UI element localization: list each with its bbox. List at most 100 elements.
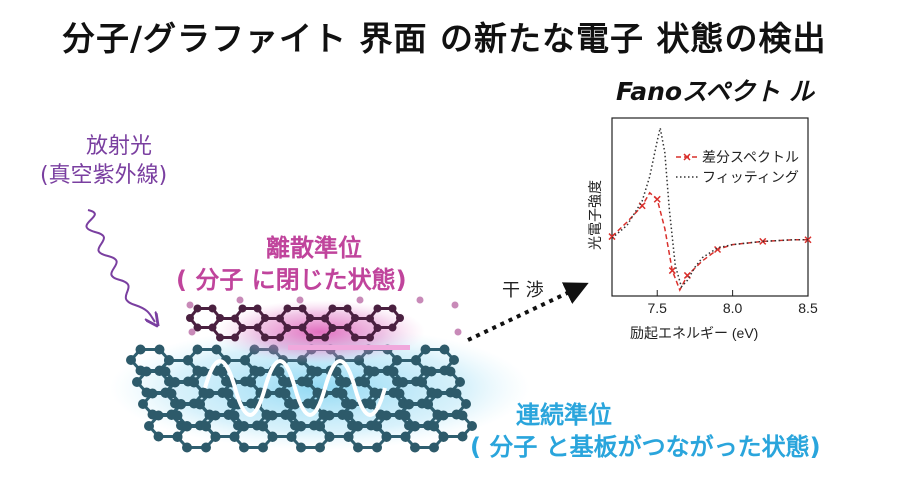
graphite-atom bbox=[372, 421, 382, 431]
graphite-atom bbox=[324, 410, 335, 421]
graphite-atom bbox=[258, 421, 268, 431]
graphite-atom bbox=[229, 410, 240, 421]
graphite-atom bbox=[457, 410, 468, 421]
molecule-atom bbox=[253, 323, 262, 332]
molecule-atom bbox=[351, 333, 359, 342]
graphite-atom bbox=[392, 355, 402, 366]
graphite-atom bbox=[138, 399, 148, 409]
hydrogen-atom bbox=[188, 328, 196, 336]
graphite-atom bbox=[315, 442, 325, 453]
graphite-atom bbox=[337, 388, 348, 399]
hydrogen-atom bbox=[454, 328, 462, 336]
graphite-atom bbox=[164, 355, 174, 366]
graphite-atom bbox=[381, 431, 392, 442]
difference-point bbox=[608, 233, 616, 241]
graphite-atom bbox=[423, 399, 433, 409]
molecule-atom bbox=[396, 314, 404, 322]
graphite-atom bbox=[343, 410, 354, 421]
molecule-atom bbox=[328, 324, 337, 332]
graphite-atom bbox=[144, 421, 154, 431]
graphite-atom bbox=[154, 344, 165, 355]
graphite-atom bbox=[195, 399, 205, 409]
graphite-atom bbox=[398, 377, 408, 388]
molecule-atom bbox=[208, 304, 217, 313]
graphite-atom bbox=[280, 388, 291, 399]
graphite-atom bbox=[223, 388, 234, 399]
graphite-atom bbox=[183, 355, 193, 365]
graphite-atom bbox=[341, 377, 351, 388]
radiation-sublabel: (真空紫外線) bbox=[40, 163, 168, 188]
molecule-atom bbox=[231, 333, 239, 342]
graphite-atom bbox=[201, 421, 211, 431]
molecule-atom bbox=[388, 304, 397, 313]
discrete-level-bar bbox=[288, 345, 410, 350]
graphite-atom bbox=[240, 355, 250, 365]
graphite-atom bbox=[404, 399, 414, 410]
graphite-atom bbox=[457, 431, 468, 442]
graphite-atom bbox=[410, 421, 420, 432]
molecule-atom bbox=[231, 314, 239, 323]
graphite-atom bbox=[176, 399, 186, 410]
graphite-atom bbox=[211, 344, 222, 355]
graphite-atom bbox=[439, 344, 450, 355]
graphite-atom bbox=[388, 366, 399, 377]
graphite-atom bbox=[400, 410, 411, 421]
graphite-atom bbox=[303, 377, 313, 387]
molecule-atom bbox=[276, 333, 284, 342]
molecule-atom bbox=[298, 304, 307, 313]
graphite-atom bbox=[353, 442, 363, 453]
graphite-atom bbox=[229, 432, 240, 442]
graphite-atom bbox=[331, 366, 342, 377]
graphite-atom bbox=[198, 366, 209, 377]
graphite-atom bbox=[438, 410, 449, 421]
molecule-atom bbox=[276, 314, 284, 323]
graphite-atom bbox=[210, 431, 221, 442]
continuum-level-sublabel: ( 分子 と基板がつながった状態) bbox=[470, 433, 821, 461]
graphite-atom bbox=[445, 366, 456, 377]
molecule-atom bbox=[216, 314, 224, 322]
graphite-atom bbox=[394, 388, 405, 399]
legend-marker bbox=[683, 153, 691, 161]
graphite-atom bbox=[274, 366, 285, 377]
graphite-atom bbox=[312, 366, 323, 377]
graphite-atom bbox=[246, 377, 256, 387]
graphite-atom bbox=[217, 366, 228, 377]
graphite-atom bbox=[172, 410, 183, 421]
graphite-atom bbox=[411, 355, 421, 365]
graphite-atom bbox=[160, 366, 171, 377]
hydrogen-atom bbox=[186, 301, 194, 309]
molecule-atom bbox=[343, 304, 352, 313]
graphite-atom bbox=[417, 377, 427, 387]
molecule-atom bbox=[366, 314, 374, 323]
graphite-atom bbox=[170, 377, 180, 388]
graphite-atom bbox=[449, 355, 459, 365]
difference-point bbox=[653, 195, 661, 203]
graphite-atom bbox=[400, 432, 411, 442]
graphite-atom bbox=[410, 442, 420, 453]
graphite-atom bbox=[461, 399, 471, 409]
legend-label: 差分スペクトル bbox=[702, 149, 799, 165]
graphite-atom bbox=[182, 442, 192, 453]
graphite-atom bbox=[372, 442, 382, 453]
graphite-atom bbox=[141, 366, 152, 377]
graphite-atom bbox=[153, 431, 164, 442]
molecule-atom bbox=[283, 304, 292, 313]
graphite-atom bbox=[201, 442, 211, 453]
graphite-atom bbox=[366, 399, 376, 409]
graphite-atom bbox=[296, 442, 306, 453]
fano-spectrum-title: Fanoスペクト ル bbox=[616, 77, 815, 106]
molecule-atom bbox=[321, 333, 329, 342]
molecule-atom bbox=[321, 314, 329, 323]
graphite-atom bbox=[429, 442, 439, 453]
graphite-atom bbox=[126, 355, 136, 365]
molecule-atom bbox=[253, 304, 262, 313]
x-tick-label: 7.5 bbox=[647, 300, 667, 316]
graphite-atom bbox=[255, 366, 266, 377]
x-tick-label: 8.5 bbox=[798, 300, 818, 316]
series-difference-spectrum-line bbox=[611, 191, 808, 292]
molecule-atom bbox=[351, 314, 359, 322]
molecule-atom bbox=[373, 304, 382, 313]
graphite-atom bbox=[239, 442, 249, 453]
molecule-atom bbox=[388, 323, 397, 332]
